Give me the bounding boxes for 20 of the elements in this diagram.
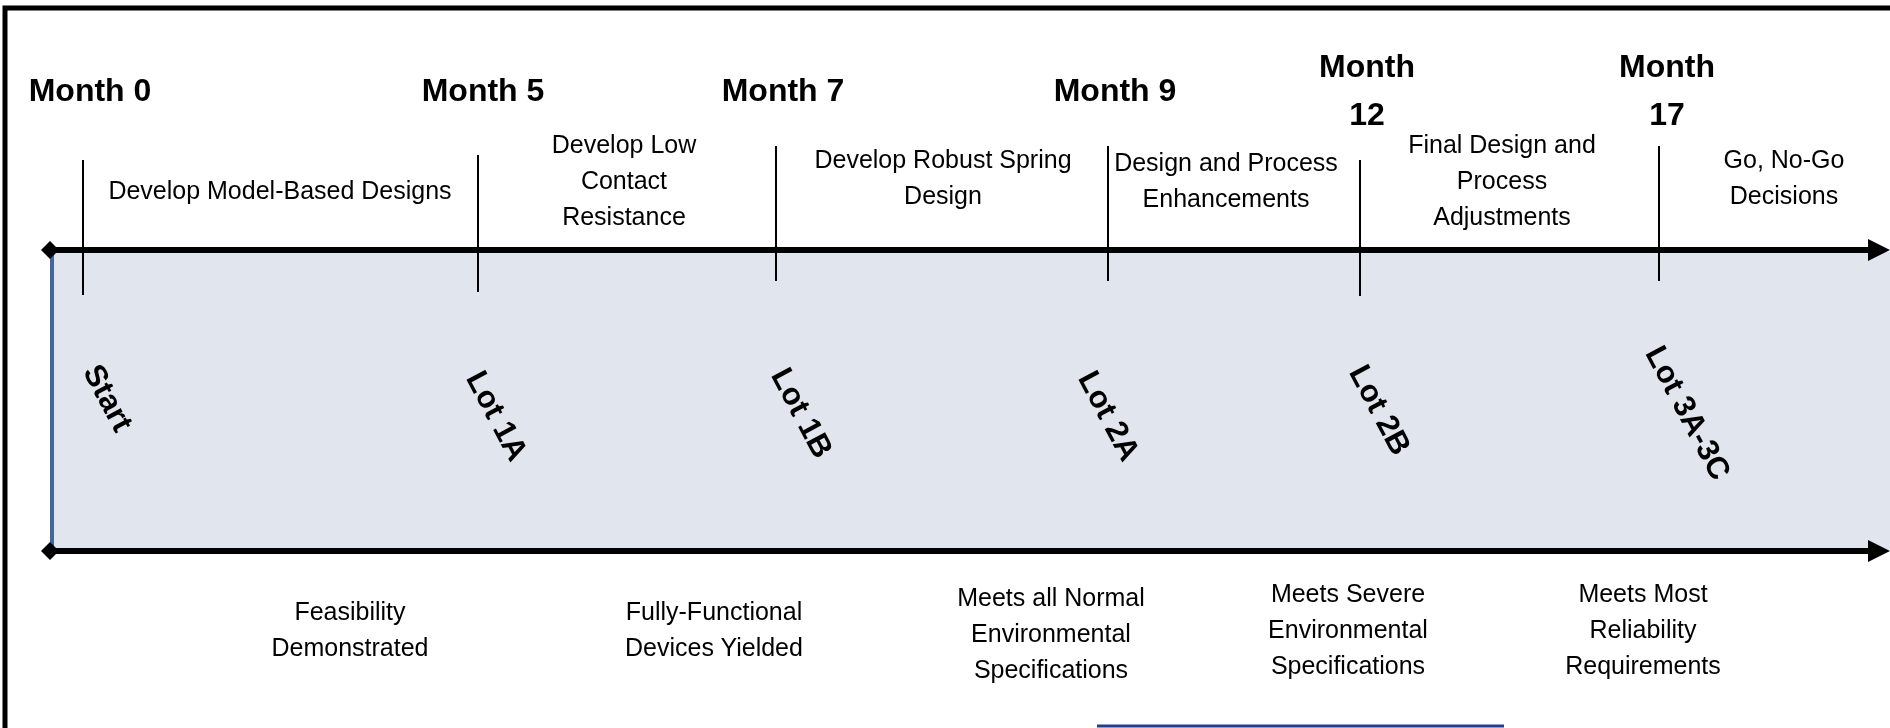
lot-label: Lot 1B [763,361,841,465]
month-label: Month 0 [27,71,153,110]
month-label: Month 17 [1618,47,1716,134]
phase-label: Go, No-Go Decisions [1722,144,1846,211]
phase-label: Develop Model-Based Designs [107,175,453,206]
month-label: Month 7 [720,71,846,110]
milestone-label: Meets all Normal Environmental Specifications [956,582,1146,685]
phase-label: Develop Robust Spring Design [813,144,1073,211]
lot-label: Lot 2A [1070,364,1148,468]
month-label: Month 9 [1052,71,1178,110]
milestone-label: Fully-Functional Devices Yielded [624,596,804,663]
milestone-label: Meets Most Reliability Requirements [1564,578,1722,681]
lot-label: Lot 2B [1341,358,1419,462]
milestone-label: Feasibility Demonstrated [270,596,430,663]
lot-label: Start [75,358,141,438]
phase-label: Develop Low Contact Resistance [550,129,698,232]
phase-label: Design and Process Enhancements [1113,147,1339,214]
lot-label: Lot 1A [458,364,536,468]
milestone-label: Meets Severe Environmental Specifications [1267,578,1429,681]
month-label: Month 5 [420,71,546,110]
